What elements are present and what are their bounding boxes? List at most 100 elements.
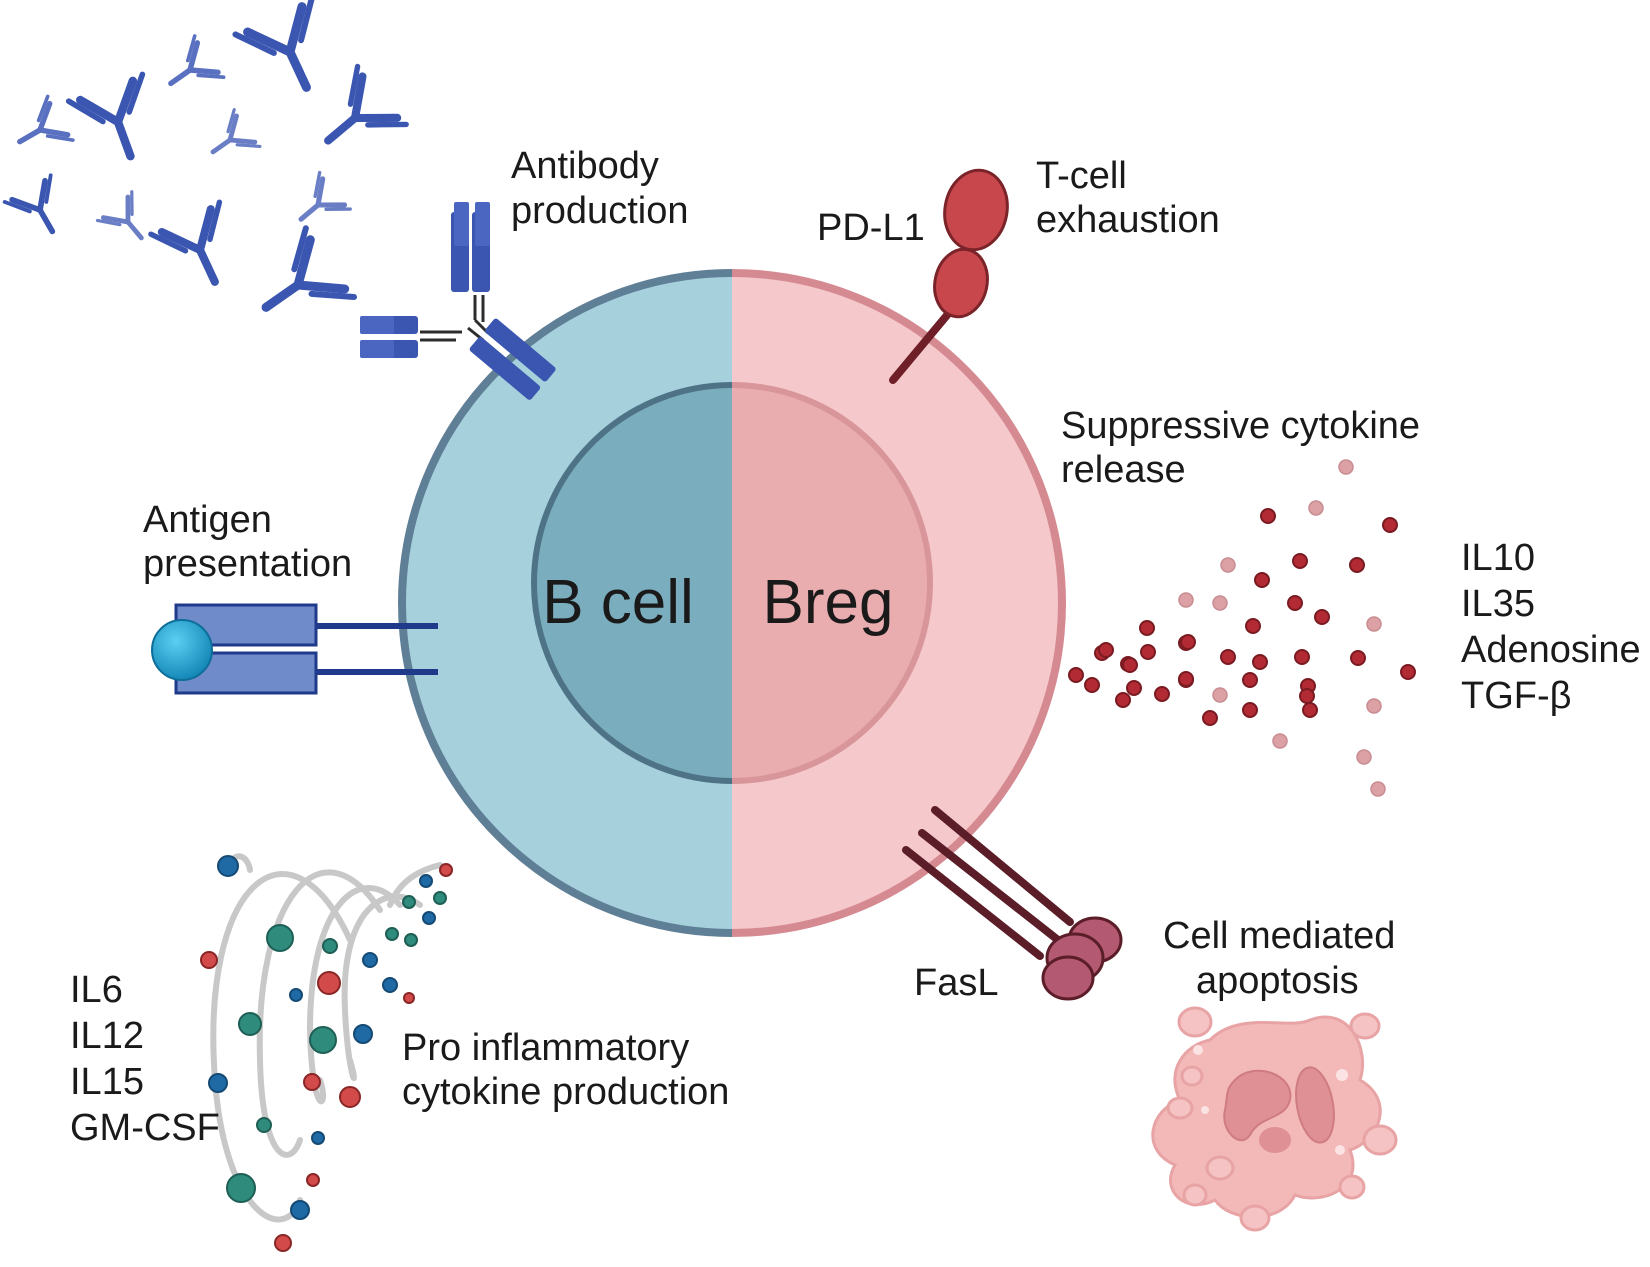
cytokine-dot-icon [1212, 687, 1228, 703]
cytokine-dot-icon [1252, 654, 1268, 670]
antibody-icon [200, 110, 260, 171]
cytokine-dot-icon [226, 1173, 256, 1203]
antibody-icon [242, 228, 354, 342]
proinflam-label-line2: cytokine production [402, 1071, 729, 1113]
antibody-icon [156, 36, 223, 104]
cell-body: B cell Breg [398, 269, 1066, 937]
cytokine-label: GM-CSF [70, 1107, 220, 1149]
cytokine-dot-icon [1366, 698, 1382, 714]
antibody-icon [286, 173, 350, 238]
antibody-label-line2: production [511, 190, 688, 232]
cytokine-dot-icon [1242, 672, 1258, 688]
cytokine-dot-icon [1245, 618, 1261, 634]
cytokine-dot-icon [1154, 686, 1170, 702]
suppressive-label-line2: release [1061, 449, 1186, 491]
cytokine-dot-icon [256, 1117, 272, 1133]
proinflammatory-cytokine-dots [200, 855, 453, 1252]
apoptosis-label-line2: apoptosis [1196, 960, 1359, 1002]
apoptosis-label-line1: Cell mediated [1163, 915, 1395, 957]
antigen-ball-icon [151, 619, 213, 681]
cytokine-dot-icon [403, 992, 415, 1004]
cytokine-dot-icon [217, 855, 239, 877]
cytokine-dot-icon [1180, 634, 1196, 650]
antigen-label-line2: presentation [143, 543, 352, 585]
cytokine-label: IL15 [70, 1061, 144, 1103]
cytokine-dot-icon [1140, 644, 1156, 660]
cytokine-dot-icon [1212, 595, 1228, 611]
bcell-nucleus-half [531, 382, 732, 784]
cytokine-dot-icon [1242, 702, 1258, 718]
suppressive-cytokine-list: IL10 IL35 Adenosine TGF-β [1461, 537, 1641, 717]
cytokine-dot-icon [1115, 692, 1131, 708]
cytokine-dot-icon [303, 1073, 321, 1091]
cytokine-dot-icon [402, 895, 416, 909]
cytokine-dot-icon [238, 1012, 262, 1036]
cytokine-dot-icon [1292, 553, 1308, 569]
cytokine-dot-icon [1366, 616, 1382, 632]
antibody-icon [304, 66, 406, 169]
cytokine-dot-icon [1126, 680, 1142, 696]
bcr-receptor-icon [151, 603, 438, 695]
cytokine-dot-icon [439, 863, 453, 877]
cytokine-dot-icon [1084, 677, 1100, 693]
cytokine-label: IL10 [1461, 537, 1535, 579]
cytokine-label: IL35 [1461, 583, 1535, 625]
fasl-molecule-icon [902, 806, 1123, 1001]
apoptotic-cell-icon [1151, 1006, 1398, 1232]
cytokine-dot-icon [311, 1131, 325, 1145]
cytokine-dot-icon [1356, 749, 1372, 765]
breg-label: Breg [763, 568, 894, 637]
antibody-icon [7, 96, 73, 163]
antigen-label-line1: Antigen [143, 499, 272, 541]
cytokine-dot-icon [1254, 572, 1270, 588]
cytokine-label: IL6 [70, 969, 123, 1011]
cytokine-dot-icon [1178, 592, 1194, 608]
cytokine-dot-icon [404, 933, 418, 947]
cytokine-dot-icon [1349, 557, 1365, 573]
cytokine-dot-icon [1287, 595, 1303, 611]
proinflam-label-line1: Pro inflammatory [402, 1027, 689, 1069]
cytokine-dot-icon [1202, 710, 1218, 726]
cytokine-dot-icon [266, 924, 294, 952]
antibody-icon [151, 202, 249, 298]
cytokine-dot-icon [1220, 557, 1236, 573]
cytokine-dot-icon [1220, 649, 1236, 665]
cytokine-dot-icon [1350, 650, 1366, 666]
suppressive-cytokine-dots [1068, 459, 1416, 797]
cytokine-dot-icon [422, 911, 436, 925]
cytokine-label: Adenosine [1461, 629, 1641, 671]
cytokine-dot-icon [306, 1173, 320, 1187]
cytokine-spiral-icon [210, 853, 443, 1223]
cytokine-dot-icon [309, 1026, 337, 1054]
antibody-icon [5, 175, 76, 244]
cytokine-dot-icon [1122, 657, 1138, 673]
cytokine-label: IL12 [70, 1015, 144, 1057]
pdl1-label: PD-L1 [817, 207, 925, 249]
cytokine-dot-icon [289, 988, 303, 1002]
antibody-icon [97, 192, 158, 253]
cytokine-dot-icon [1338, 459, 1354, 475]
cytokine-dot-icon [1308, 500, 1324, 516]
cytokine-dot-icon [1299, 688, 1315, 704]
cytokine-dot-icon [317, 971, 341, 995]
cytokine-dot-icon [1382, 517, 1398, 533]
membrane-antibody-icon [360, 202, 556, 400]
cytokine-dot-icon [1272, 733, 1288, 749]
cytokine-dot-icon [362, 952, 378, 968]
cytokine-dot-icon [385, 927, 399, 941]
antibody-cloud [5, 0, 407, 342]
cytokine-dot-icon [339, 1086, 361, 1108]
cytokine-dot-icon [1260, 508, 1276, 524]
cytokine-dot-icon [353, 1024, 373, 1044]
cytokine-dot-icon [274, 1234, 292, 1252]
breg-nucleus-half [732, 382, 933, 784]
cytokine-dot-icon [1370, 781, 1386, 797]
antibody-icon [235, 0, 344, 105]
bcell-label: B cell [542, 568, 694, 637]
cytokine-dot-icon [1139, 620, 1155, 636]
cytokine-dot-icon [419, 874, 433, 888]
antibody-icon [69, 74, 168, 169]
cytokine-dot-icon [433, 891, 447, 905]
